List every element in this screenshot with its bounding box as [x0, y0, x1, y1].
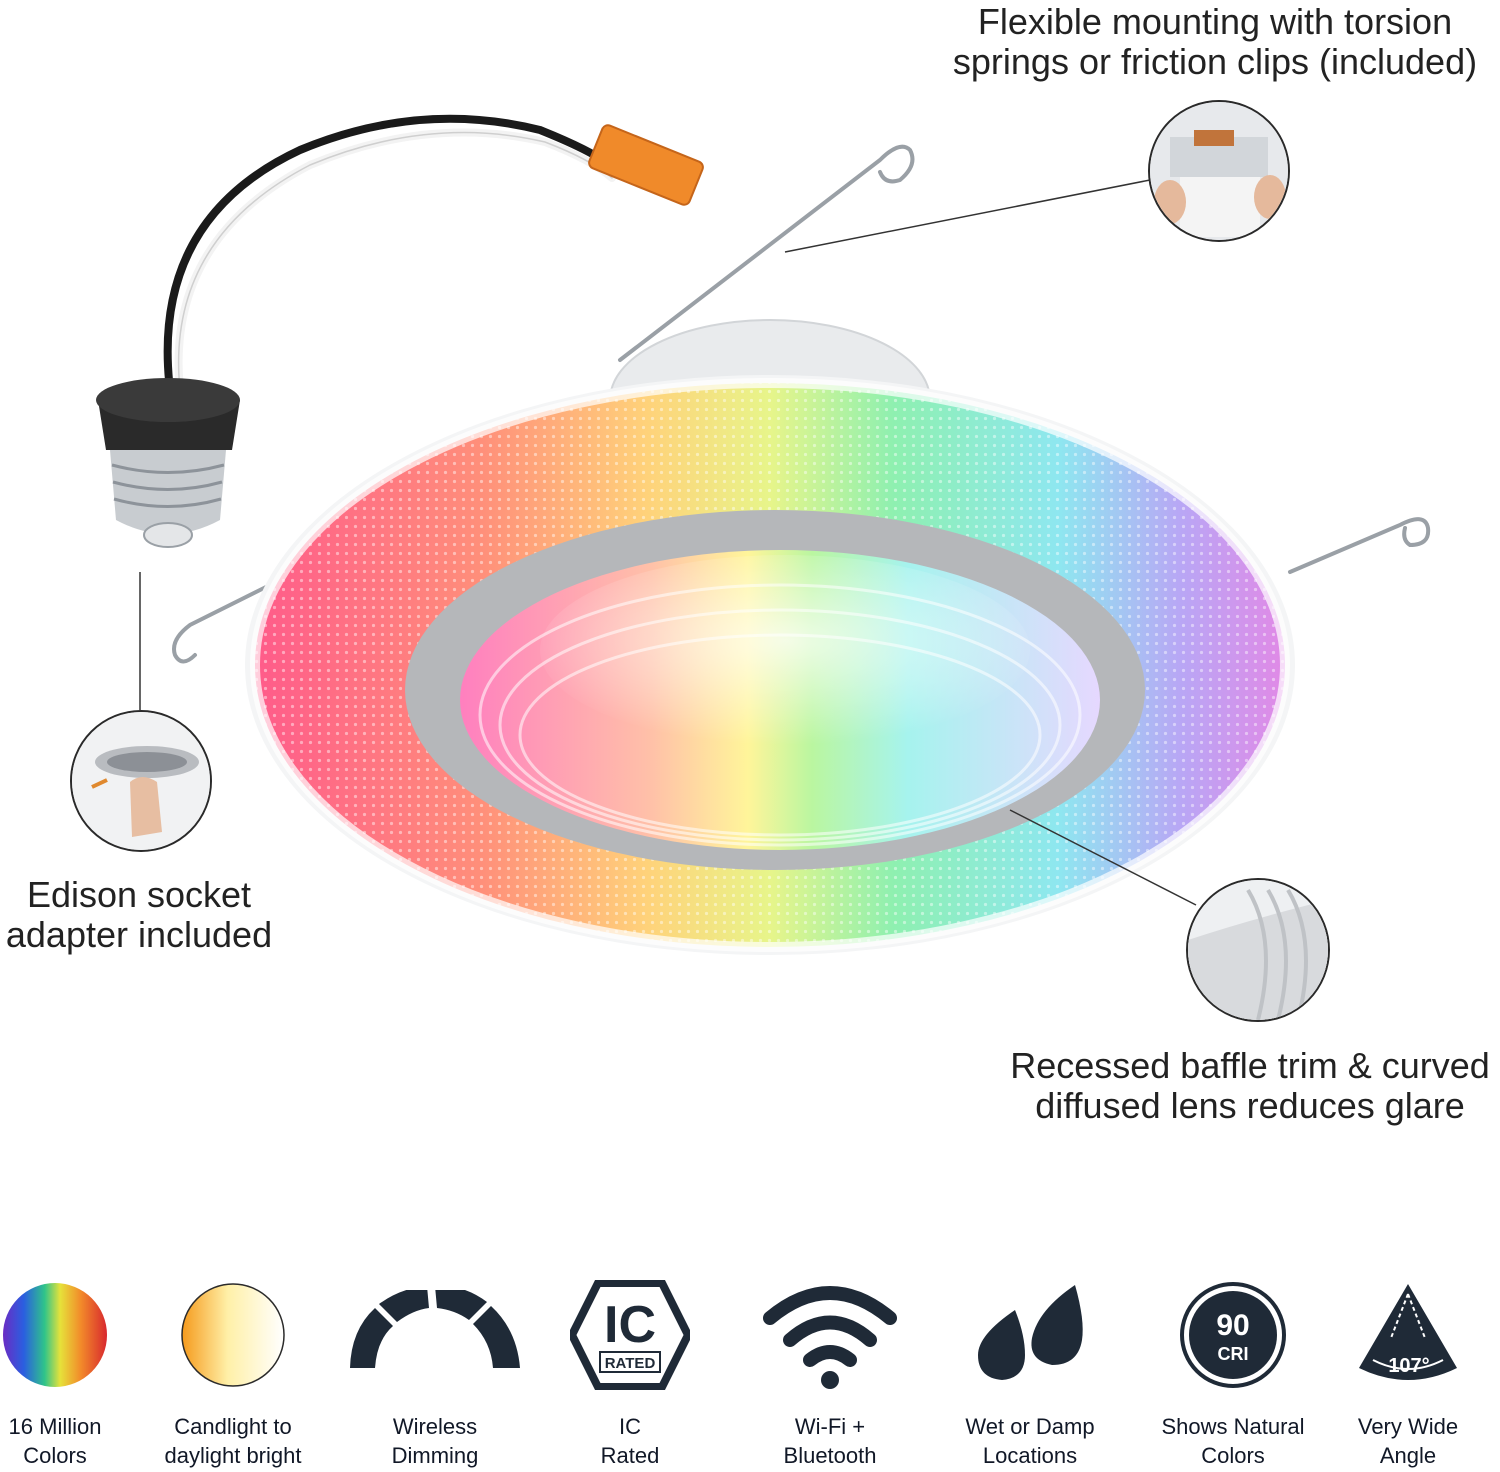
feature-wide-angle: 107° Very Wide Angle — [1318, 1280, 1498, 1470]
feature-candlight-to-daylight: Candlight to daylight bright — [143, 1280, 323, 1470]
feature-wet-damp-locations: Wet or Damp Locations — [940, 1280, 1120, 1470]
torsion-spring-right — [1288, 517, 1431, 574]
diffused-lens — [540, 555, 1030, 745]
feature-label-line2: Rated — [600, 1443, 660, 1468]
socket-callout: Edison socket adapter included — [0, 875, 278, 955]
feature-label-line2: Bluetooth — [783, 1443, 877, 1468]
baffle-callout-line2: diffused lens reduces glare — [1035, 1085, 1465, 1126]
feature-label-line2: daylight bright — [164, 1443, 302, 1468]
water-drops-icon — [940, 1280, 1120, 1390]
baffle-detail-inset — [1186, 878, 1330, 1022]
feature-label-line2: Colors — [23, 1443, 87, 1468]
feature-label-line1: Candlight to — [174, 1414, 292, 1439]
feature-wireless-dimming: Wireless Dimming — [345, 1280, 525, 1470]
wifi-icon — [740, 1280, 920, 1390]
socket-callout-line1: Edison socket — [26, 874, 252, 915]
feature-label-line1: 16 Million — [8, 1414, 102, 1439]
trim-glow — [250, 378, 1290, 952]
baffle-callout-line1: Recessed baffle trim & curved — [1010, 1045, 1490, 1086]
socket-callout-line2: adapter included — [5, 914, 273, 955]
cri-value-text: 90 — [1216, 1309, 1249, 1342]
rainbow-circle-icon — [0, 1280, 145, 1390]
feature-16-million-colors: 16 Million Colors — [0, 1280, 145, 1470]
leader-lines — [139, 179, 1197, 906]
feature-label-line1: Shows Natural — [1161, 1414, 1305, 1439]
feature-wifi-bluetooth: Wi-Fi + Bluetooth — [740, 1280, 920, 1470]
feature-label-line1: Wi-Fi + — [794, 1414, 866, 1439]
feature-label-line1: Wet or Damp — [965, 1414, 1095, 1439]
beam-angle-icon: 107° — [1318, 1280, 1498, 1390]
feature-label-line2: Colors — [1201, 1443, 1265, 1468]
feature-label-line1: Very Wide — [1357, 1414, 1459, 1439]
warm-white-circle-icon — [143, 1280, 323, 1390]
ic-badge-text: IC — [604, 1296, 656, 1354]
dimming-gauge-icon — [345, 1280, 525, 1390]
ic-rated-icon: IC RATED — [540, 1280, 720, 1390]
feature-label-line1: Wireless — [392, 1414, 478, 1439]
mounting-callout-line2: springs or friction clips (included) — [952, 41, 1478, 82]
torsion-spring-left — [172, 583, 272, 664]
socket-install-inset — [70, 710, 212, 852]
baffle-callout: Recessed baffle trim & curved diffused l… — [1000, 1046, 1500, 1126]
feature-label-line1: IC — [619, 1414, 641, 1439]
feature-ic-rated: IC RATED IC Rated — [540, 1280, 720, 1470]
mounting-callout: Flexible mounting with torsion springs o… — [935, 2, 1495, 82]
cri-label-text: CRI — [1218, 1344, 1249, 1364]
feature-label-line2: Locations — [982, 1443, 1078, 1468]
beam-angle-text: 107° — [1388, 1355, 1429, 1377]
cri-badge-icon: 90 CRI — [1143, 1280, 1323, 1390]
feature-label-line2: Angle — [1379, 1443, 1437, 1468]
rated-badge-text: RATED — [605, 1355, 656, 1372]
feature-label-line2: Dimming — [391, 1443, 479, 1468]
edison-socket-adapter — [96, 378, 240, 548]
wire-leads — [163, 114, 616, 394]
mounting-callout-line1: Flexible mounting with torsion — [977, 1, 1453, 42]
torsion-spring-top — [618, 144, 915, 362]
wire-connector — [588, 124, 704, 206]
mounting-clip-inset — [1148, 100, 1290, 242]
feature-natural-colors: 90 CRI Shows Natural Colors — [1143, 1280, 1323, 1470]
downlight-product-image — [96, 114, 1431, 955]
